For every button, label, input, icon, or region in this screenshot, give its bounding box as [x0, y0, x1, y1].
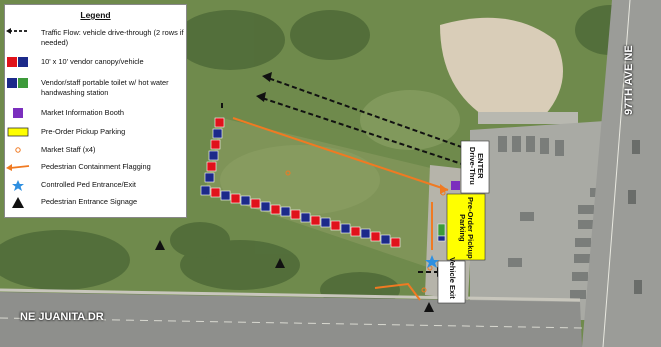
legend-item-traffic-flow: Traffic Flow: vehicle drive-through (2 r…: [5, 27, 186, 57]
controlled-entrance-star: [425, 255, 439, 268]
enter-sign-box: [460, 140, 490, 194]
handwashing-station: [437, 235, 446, 242]
booth-square-icon: [13, 108, 23, 118]
parking-lot: [470, 120, 620, 320]
legend-label: Pedestrian Entrance Signage: [41, 197, 138, 206]
staff-dot-icon: [15, 147, 21, 153]
vendor-canopies-south: [200, 185, 401, 248]
market-field: [205, 118, 460, 268]
dashed-arrow-icon: [6, 28, 27, 34]
canopy-square-icon: [7, 57, 28, 67]
entrance-signage: [155, 240, 434, 312]
legend-item-flagging: Pedestrian Containment Flagging: [5, 161, 186, 183]
legend-label: Vendor/staff portable toilet w/ hot wate…: [41, 78, 169, 97]
vehicle-exit-label: Vehicle Exit: [447, 257, 457, 299]
legend-item-pickup: Pre-Order Pickup Parking: [5, 126, 186, 148]
pickup-parking-box: [446, 193, 486, 261]
vendor-canopies-west: [204, 117, 225, 183]
road-label-ne-juanita: NE JUANITA DR: [20, 311, 104, 323]
info-booth: [451, 181, 460, 190]
road-ne-juanita: [0, 292, 582, 347]
legend-item-toilet: Vendor/staff portable toilet w/ hot wate…: [5, 77, 186, 103]
legend-item-staff: Market Staff (x4): [5, 144, 186, 166]
toilet-square-icon: [7, 78, 28, 88]
ballfield-backstop: [478, 112, 578, 124]
pickup-label: Pre-Order Pickup Parking: [458, 197, 475, 259]
legend-label: Pre-Order Pickup Parking: [41, 127, 126, 136]
legend-label: 10' x 10' vendor canopy/vehicle: [41, 57, 144, 66]
ballfield-infield: [440, 17, 563, 120]
blue-star-icon: [12, 180, 24, 191]
legend-label: Market Staff (x4): [41, 145, 96, 154]
drive-thru-text: Drive-Thru: [468, 146, 477, 185]
road-97th-ave: [582, 0, 661, 347]
legend-label: Market Information Booth: [41, 108, 124, 117]
pickup-rect-icon: [7, 127, 29, 137]
enter-text: ENTER: [475, 153, 485, 179]
legend-panel: Legend Traffic Flow: vehicle drive-throu…: [4, 4, 187, 218]
legend-item-canopy: 10' x 10' vendor canopy/vehicle: [5, 56, 186, 78]
exit-sign-box: [437, 260, 466, 304]
traffic-flow-arrows: [221, 77, 471, 273]
portable-toilet: [437, 223, 446, 237]
pedestrian-flagging: [232, 117, 449, 301]
legend-item-signage: Pedestrian Entrance Signage: [5, 196, 186, 218]
road-label-97th-ave: 97TH AVE NE: [623, 45, 635, 115]
black-triangle-icon: [12, 197, 24, 208]
legend-item-booth: Market Information Booth: [5, 107, 186, 129]
legend-title: Legend: [80, 10, 111, 20]
legend-item-controlled-entrance: Controlled Ped Entrance/Exit: [5, 179, 186, 201]
orange-arrow-icon: [6, 164, 30, 171]
legend-label: Controlled Ped Entrance/Exit: [41, 180, 136, 189]
legend-label: Traffic Flow: vehicle drive-through (2 r…: [41, 28, 184, 47]
legend-label: Pedestrian Containment Flagging: [41, 162, 151, 171]
